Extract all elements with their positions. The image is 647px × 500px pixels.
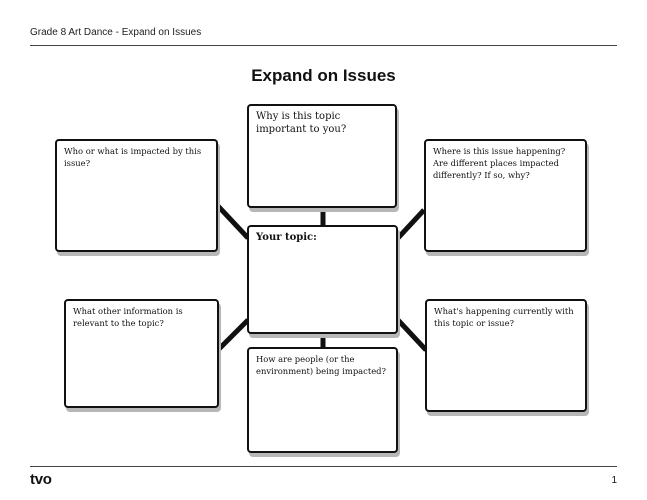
document-header: Grade 8 Art Dance - Expand on Issues — [30, 27, 202, 38]
connector-top-right — [396, 208, 426, 240]
prompt-text-top-left: Who or what is impacted by this issue? — [64, 146, 202, 168]
prompt-text-bottom-right: What's happening currently with this top… — [434, 306, 574, 328]
prompt-box-bottom-right[interactable]: What's happening currently with this top… — [425, 299, 587, 412]
prompt-box-top[interactable]: Why is this topic important to you? — [247, 104, 397, 208]
prompt-text-top-right: Where is this issue happening? Are diffe… — [433, 146, 566, 180]
prompt-box-top-left[interactable]: Who or what is impacted by this issue? — [55, 139, 218, 252]
prompt-box-center-topic[interactable]: Your topic: — [247, 225, 398, 334]
connector-bottom-left — [216, 318, 250, 352]
prompt-text-bottom: How are people (or the environment) bein… — [256, 354, 387, 376]
header-divider — [30, 45, 617, 46]
page-number: 1 — [611, 475, 617, 486]
prompt-box-top-right[interactable]: Where is this issue happening? Are diffe… — [424, 139, 587, 252]
prompt-text-center: Your topic: — [256, 232, 317, 243]
connector-bottom-right — [396, 318, 428, 352]
connector-top-left — [216, 204, 250, 240]
footer-divider — [30, 466, 617, 467]
page-title: Expand on Issues — [251, 66, 396, 85]
tvo-logo: tvo — [30, 471, 52, 488]
prompt-box-bottom-left[interactable]: What other information is relevant to th… — [64, 299, 219, 408]
prompt-text-bottom-left: What other information is relevant to th… — [73, 306, 183, 328]
prompt-text-top: Why is this topic important to you? — [256, 111, 347, 135]
prompt-box-bottom[interactable]: How are people (or the environment) bein… — [247, 347, 398, 453]
